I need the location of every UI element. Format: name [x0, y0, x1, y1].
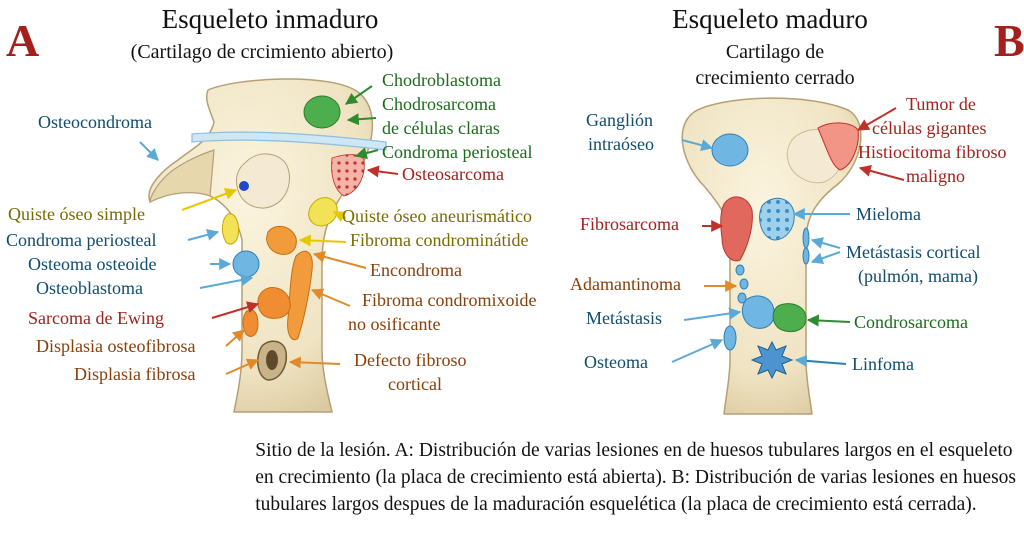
fibroma-condromixoide-lesion	[266, 225, 297, 255]
panel-a-title: Esqueleto inmaduro	[162, 4, 379, 34]
arrow-encondroma	[312, 251, 367, 269]
label-metastasis: Metástasis	[586, 308, 662, 328]
arrow-condrosarcoma	[806, 314, 851, 327]
caption-line-2: en crecimiento (la placa de crecimiento …	[255, 467, 1016, 488]
displasia-osteofibrosa-lesion	[242, 309, 259, 337]
arrow-condroma-periosteal-left	[187, 228, 220, 241]
arrow-ganglion	[681, 139, 714, 152]
arrow-condroma-periosteal-right	[354, 147, 379, 159]
arrow-fibroma-ti	[298, 234, 347, 247]
label-fibroma-2: no osificante	[348, 314, 440, 334]
label-condrosarcoma: Condrosarcoma	[854, 312, 968, 332]
label-ganglion-2: intraóseo	[588, 134, 654, 154]
arrow-histiocitoma	[858, 165, 905, 181]
arrow-defecto	[288, 356, 341, 369]
label-mieloma: Mieloma	[856, 204, 921, 224]
label-defecto-1: Defecto fibroso	[354, 350, 466, 370]
arrow-osteoblastoma	[199, 274, 254, 289]
panel-a-letter: A	[6, 15, 39, 66]
label-displasia-osteofibrosa: Displasia osteofibrosa	[36, 336, 195, 356]
label-osteosarcoma: Osteosarcoma	[402, 164, 504, 184]
mieloma-lesion	[759, 197, 795, 241]
label-osteocondroma: Osteocondroma	[38, 112, 152, 132]
metastasis-lesion	[741, 295, 775, 329]
quiste-oseo-simple-lesion	[235, 153, 290, 209]
label-ganglion-1: Ganglión	[586, 110, 653, 130]
label-displasia-fibrosa: Displasia fibrosa	[74, 364, 195, 384]
label-encondroma: Encondroma	[370, 260, 462, 280]
arrow-fibroma-nof	[310, 288, 351, 307]
label-fibrosarcoma: Fibrosarcoma	[580, 214, 679, 234]
label-osteoma: Osteoma	[584, 352, 648, 372]
chondroblastoma-lesion	[303, 95, 341, 129]
arrow-quiste-simple	[181, 188, 238, 211]
arrow-osteosarcoma	[366, 165, 399, 178]
panel-b: B Esqueleto maduro Cartilago de crecimie…	[570, 4, 1024, 415]
arrow-displasia-fibrosa	[225, 358, 260, 375]
label-quiste-aneurismatico: Quiste óseo aneurismático	[342, 206, 532, 226]
osteoma-osteoide-lesion	[232, 250, 260, 278]
label-histiocitoma-1: Histiocitoma fibroso	[858, 142, 1006, 162]
label-condroma-periosteal-right: Condroma periosteal	[382, 142, 532, 162]
label-adamantinoma: Adamantinoma	[570, 274, 681, 294]
caption-line-3: tubulares largos despues de la maduració…	[255, 494, 976, 515]
open-growth-plate	[191, 131, 387, 151]
osteoma-osteoide-nidus	[239, 181, 249, 191]
label-fibroma-ti: Fibroma condrominátide	[350, 230, 528, 250]
label-tumor-2: células gigantes	[872, 118, 986, 138]
adamantinoma-lesion-1	[735, 264, 745, 276]
panel-a-subtitle: (Cartilago de crcimiento abierto)	[131, 41, 394, 63]
arrow-osteoma	[671, 338, 724, 363]
label-condroma-periosteal-left: Condroma periosteal	[6, 230, 156, 250]
label-tumor-1: Tumor de	[906, 94, 976, 114]
label-linfoma: Linfoma	[852, 354, 914, 374]
label-fibroma-1: Fibroma condromixoide	[362, 290, 536, 310]
osteocondroma-lesion	[149, 149, 215, 203]
caption-full-text: Sitio de la lesión. A: Distribución de v…	[436, 434, 437, 435]
panel-b-subtitle-1: Cartilago de	[726, 41, 824, 63]
arrow-quiste-aneurismatico	[332, 211, 347, 223]
arrow-metastasis-cortical-1	[810, 237, 841, 249]
label-quiste-oseo-simple: Quiste óseo simple	[8, 204, 145, 224]
label-histiocitoma-2: maligno	[906, 166, 965, 186]
arrow-metastasis-cortical-2	[810, 251, 841, 265]
panel-b-title: Esqueleto maduro	[672, 4, 868, 34]
ganglion-lesion	[711, 133, 749, 167]
label-metastasis-cortical-2: (pulmón, mama)	[858, 266, 978, 287]
osteosarcoma-lesion	[331, 154, 365, 197]
linfoma-lesion	[750, 340, 794, 380]
caption: Sitio de la lesión. A: Distribución de v…	[255, 440, 1016, 515]
arrow-chondrosarcoma	[346, 113, 377, 126]
arrow-chondroblastoma	[345, 85, 373, 105]
label-defecto-2: cortical	[388, 374, 442, 394]
histiocitoma-lesion	[817, 122, 859, 171]
adamantinoma-lesion-3	[737, 292, 747, 304]
adamantinoma-lesion-2	[739, 278, 749, 290]
label-osteoma-osteoide: Osteoma osteoide	[28, 254, 156, 274]
osteoma-lesion	[723, 325, 737, 351]
metastasis-cortical-lesion-1	[802, 227, 810, 249]
arrow-tumor-celulas-gigantes	[856, 107, 897, 131]
condrosarcoma-lesion	[772, 303, 807, 332]
label-sarcoma-ewing: Sarcoma de Ewing	[28, 308, 164, 328]
label-osteoblastoma: Osteoblastoma	[36, 278, 143, 298]
label-chondroblastoma: Chodroblastoma	[382, 70, 501, 90]
arrow-osteofibrosa	[225, 329, 245, 347]
label-metastasis-cortical-1: Metástasis cortical	[846, 242, 980, 262]
panel-b-subtitle-2: crecimiento cerrado	[695, 67, 854, 89]
arrow-metastasis	[683, 307, 742, 321]
metastasis-cortical-lesion-2	[802, 247, 810, 265]
panel-a: A Esqueleto inmaduro (Cartilago de crcim…	[6, 4, 536, 413]
panel-b-letter: B	[994, 15, 1024, 66]
caption-line-1: Sitio de la lesión. A: Distribución de v…	[255, 440, 1012, 461]
label-chondrosarcoma-2: de células claras	[382, 118, 500, 138]
arrow-osteocondroma	[139, 141, 159, 161]
condroma-periosteal-lesion	[221, 213, 239, 245]
label-chondrosarcoma-1: Chodrosarcoma	[382, 94, 496, 114]
arrow-linfoma	[794, 354, 847, 367]
defecto-fibroso-core	[266, 350, 278, 370]
arrow-ewing	[211, 301, 260, 319]
